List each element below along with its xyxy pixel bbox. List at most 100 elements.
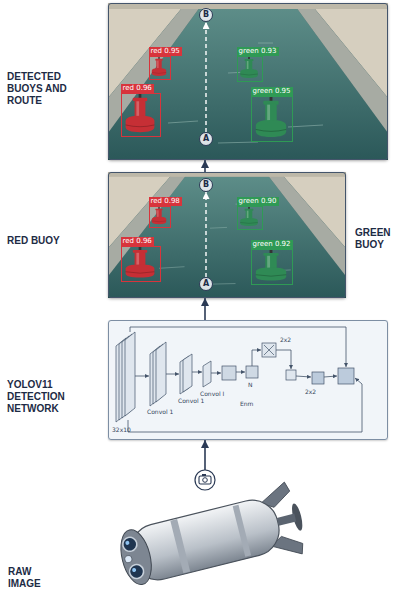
detection-box: red 0.96 (121, 93, 161, 137)
lens (128, 563, 145, 580)
flow-arrow (204, 440, 206, 470)
waypoint-circle: B (199, 8, 213, 22)
detection-label: green 0.93 (237, 47, 279, 56)
detection-label: green 0.90 (237, 197, 279, 206)
icon-ring (195, 470, 215, 490)
link (252, 350, 261, 366)
layer-label: 32x10 (112, 426, 131, 433)
camera-top (202, 474, 206, 476)
pool-cross (264, 345, 274, 355)
hull-band (170, 519, 190, 573)
waypoint-circle: A (199, 132, 213, 146)
network-box: YOLOV11 DETECTION NETWORK (108, 320, 388, 440)
pool-box (262, 343, 276, 357)
detection-box: green 0.90 (237, 206, 263, 230)
stage-label: GREEN BUOY (355, 227, 401, 251)
hull-band (233, 505, 251, 557)
green-buoy (240, 207, 258, 226)
waypoint-letter: A (200, 278, 212, 290)
camera-body (199, 476, 211, 484)
canal-scene (108, 3, 388, 160)
red-buoy (152, 57, 166, 76)
waypoint-letter: B (200, 9, 212, 21)
link (135, 376, 149, 377)
link (192, 372, 202, 373)
detection-box: red 0.98 (149, 206, 171, 228)
skip-link (130, 327, 346, 367)
feature-map (286, 370, 296, 380)
layer-label: 2x2 (305, 388, 316, 395)
detection-box: green 0.92 (251, 249, 293, 285)
output-box (338, 368, 354, 384)
feature-map (156, 342, 166, 402)
detection-label: red 0.95 (149, 47, 182, 56)
detection-label: red 0.96 (121, 84, 154, 93)
green-buoy (256, 97, 286, 137)
detection-label: red 0.96 (121, 237, 154, 246)
route-line (205, 22, 206, 132)
stage-label: DETECTED BUOYS AND ROUTE (7, 71, 89, 107)
image-panel: DETECTED BUOYS AND ROUTEred 0.95green 0.… (108, 3, 388, 160)
waypoint-letter: A (200, 133, 212, 145)
detection-box: red 0.96 (121, 246, 161, 282)
green-buoy (256, 250, 286, 281)
waypoint-circle: B (199, 178, 213, 192)
green-buoy (240, 57, 258, 78)
red-buoy (152, 207, 166, 224)
lens-glint (125, 540, 130, 545)
stage-label: YOLOV11 DETECTION NETWORK (7, 379, 89, 415)
layer-label: 2x2 (280, 336, 291, 343)
detection-box: red 0.95 (149, 56, 171, 80)
network-background (108, 320, 388, 440)
stage-label: RAW IMAGE (8, 566, 58, 590)
layer-label: N (248, 381, 253, 388)
flow-arrow (204, 298, 206, 320)
feature-map (246, 366, 258, 378)
nose (116, 527, 157, 588)
canal-scene (108, 172, 346, 298)
submarine (114, 480, 310, 596)
red-buoy (126, 247, 155, 278)
feature-map (203, 361, 211, 387)
link (324, 376, 337, 377)
network-links (128, 327, 362, 432)
waypoint-circle: A (199, 277, 213, 291)
camera-lens (203, 478, 208, 483)
detection-label: green 0.92 (251, 240, 293, 249)
link (211, 373, 221, 374)
lens-glint (132, 568, 137, 573)
layer-label: Convol 1 (178, 397, 204, 404)
skip-link (128, 378, 362, 432)
camera-icon (195, 470, 215, 490)
layer-label: Convol 1 (147, 408, 173, 415)
feature-map (125, 332, 135, 416)
lens (121, 536, 138, 553)
shaft (277, 514, 296, 526)
route-line (205, 192, 206, 277)
layer-stack (116, 332, 354, 422)
detection-box: green 0.93 (237, 56, 263, 82)
layer-label: Enm (240, 400, 253, 407)
link (166, 374, 179, 375)
canal-photo (108, 3, 388, 298)
light (124, 555, 132, 563)
network-sketch (108, 320, 388, 440)
link (236, 372, 245, 373)
feature-map (222, 366, 236, 380)
layer-label: Convol I (200, 390, 224, 397)
link (296, 376, 311, 377)
detection-label: red 0.98 (149, 197, 182, 206)
detection-label: green 0.95 (251, 87, 293, 96)
waypoint-letter: B (200, 179, 212, 191)
stage-label: RED BUOY (7, 235, 89, 247)
feature-map (183, 354, 192, 392)
camera-node: RAW IMAGE (130, 470, 280, 596)
red-buoy (126, 94, 155, 132)
feature-map (312, 372, 324, 384)
flow-arrow (204, 160, 206, 172)
image-panel: RED BUOYGREEN BUOYred 0.98green 0.90red … (108, 172, 346, 298)
detection-box: green 0.95 (251, 96, 293, 142)
link (276, 350, 291, 369)
